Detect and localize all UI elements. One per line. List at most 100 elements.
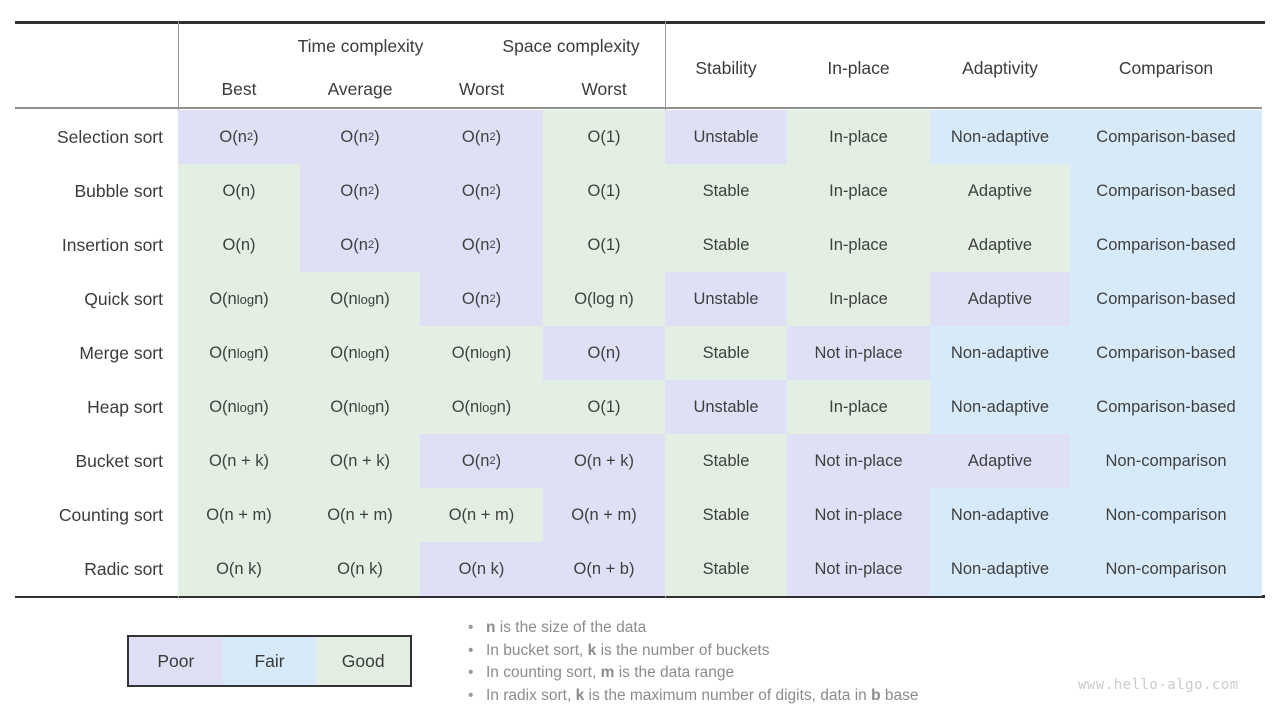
watermark-url: www.hello-algo.com [1078,677,1239,693]
attribute-cell: Comparison-based [1070,326,1262,380]
column-header-worst-time: Worst [458,79,505,99]
attribute-cell: Non-adaptive [930,326,1070,380]
complexity-cell: O(n log n) [300,380,420,434]
attribute-cell: In-place [787,218,930,272]
attribute-cell: Adaptive [930,434,1070,488]
complexity-cell: O(n log n) [300,272,420,326]
attribute-cell: In-place [787,164,930,218]
complexity-cell: O(n) [543,326,665,380]
attribute-cell: Non-comparison [1070,542,1262,596]
attribute-cell: Non-comparison [1070,434,1262,488]
legend-item-good: Good [316,637,411,685]
attribute-cell: Non-adaptive [930,488,1070,542]
column-header-in-place: In-place [827,58,890,78]
attribute-cell: Adaptive [930,164,1070,218]
complexity-cell: O(n log n) [178,380,300,434]
column-header-best: Best [221,79,257,99]
complexity-cell: O(n log n) [420,380,543,434]
complexity-cell: O(n + m) [420,488,543,542]
attribute-cell: Comparison-based [1070,218,1262,272]
complexity-cell: O(n log n) [420,326,543,380]
attribute-cell: Stable [665,326,787,380]
row-label: Merge sort [15,326,178,380]
attribute-cell: Comparison-based [1070,380,1262,434]
attribute-cell: In-place [787,272,930,326]
attribute-cell: Not in-place [787,542,930,596]
attribute-cell: Non-adaptive [930,110,1070,164]
attribute-cell: Comparison-based [1070,164,1262,218]
attribute-cell: Non-adaptive [930,380,1070,434]
complexity-cell: O(n + m) [178,488,300,542]
row-label: Bubble sort [15,164,178,218]
complexity-cell: O(n + b) [543,542,665,596]
attribute-cell: Unstable [665,110,787,164]
attribute-cell: Stable [665,218,787,272]
complexity-cell: O(n log n) [300,326,420,380]
complexity-cell: O(n + k) [300,434,420,488]
header-separator-line [15,107,1262,109]
complexity-cell: O(n + k) [178,434,300,488]
legend-item-poor: Poor [129,637,223,685]
complexity-cell: O(log n) [543,272,665,326]
footnote-item: n is the size of the data [462,617,1062,640]
complexity-cell: O(n k) [178,542,300,596]
complexity-cell: O(n) [178,164,300,218]
complexity-cell: O(1) [543,164,665,218]
column-header-average: Average [327,79,393,99]
table-top-border [15,21,1265,24]
attribute-cell: In-place [787,380,930,434]
complexity-cell: O(n + m) [300,488,420,542]
attribute-cell: Not in-place [787,488,930,542]
attribute-cell: Adaptive [930,218,1070,272]
rating-legend: Poor Fair Good [127,635,412,687]
row-label: Selection sort [15,110,178,164]
column-header-worst-space: Worst [581,79,627,99]
attribute-cell: Non-comparison [1070,488,1262,542]
row-label: Insertion sort [15,218,178,272]
attribute-cell: Stable [665,164,787,218]
attribute-cell: Not in-place [787,326,930,380]
time-complexity-header: Time complexity [297,36,424,56]
attribute-cell: Non-adaptive [930,542,1070,596]
complexity-cell: O(n + k) [543,434,665,488]
complexity-cell: O(1) [543,110,665,164]
row-label: Counting sort [15,488,178,542]
complexity-cell: O(n k) [300,542,420,596]
table-bottom-border [15,595,1265,598]
legend-item-fair: Fair [222,637,317,685]
attribute-cell: Stable [665,488,787,542]
row-label: Radic sort [15,542,178,596]
footnote-item: In bucket sort, k is the number of bucke… [462,640,1062,663]
row-label: Quick sort [15,272,178,326]
column-header-comparison: Comparison [1118,58,1214,78]
attribute-cell: Unstable [665,380,787,434]
complexity-cell: O(n log n) [178,272,300,326]
footnote-item: In radix sort, k is the maximum number o… [462,685,1062,708]
complexity-cell: O(1) [543,380,665,434]
column-header-stability: Stability [695,58,757,78]
attribute-cell: Stable [665,434,787,488]
complexity-cell: O(1) [543,218,665,272]
complexity-cell: O(n) [178,218,300,272]
row-label: Heap sort [15,380,178,434]
footnotes-list: n is the size of the dataIn bucket sort,… [462,617,1062,707]
attribute-cell: In-place [787,110,930,164]
attribute-cell: Comparison-based [1070,272,1262,326]
column-header-adaptivity: Adaptivity [962,58,1038,78]
attribute-cell: Adaptive [930,272,1070,326]
row-label: Bucket sort [15,434,178,488]
attribute-cell: Comparison-based [1070,110,1262,164]
attribute-cell: Stable [665,542,787,596]
footnote-item: In counting sort, m is the data range [462,662,1062,685]
